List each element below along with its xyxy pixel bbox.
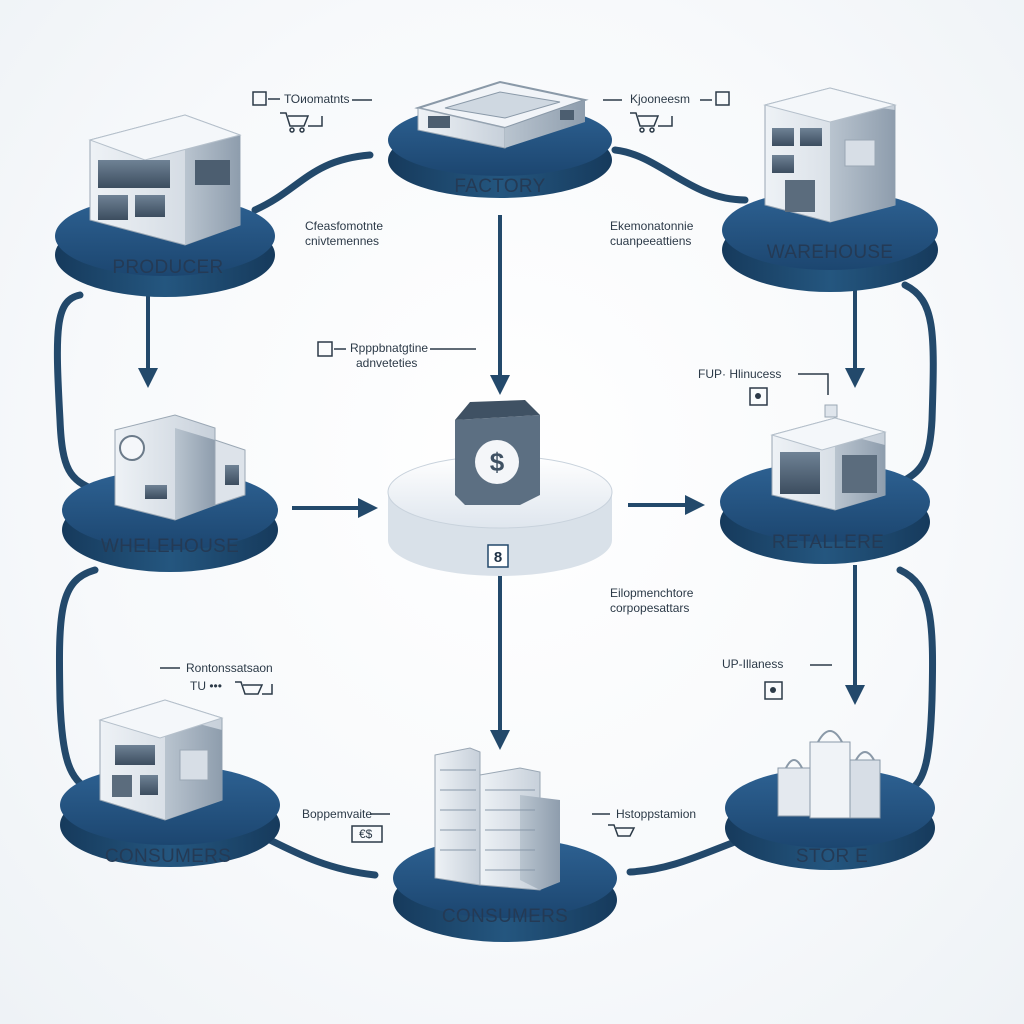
producer-label: PRODUCER: [112, 257, 223, 278]
tag-icon: [764, 681, 783, 700]
checkbox-icon: [252, 91, 267, 106]
consumers-left-label: CONSUMERS: [105, 846, 231, 867]
consumers-tag-2: TU •••: [190, 679, 222, 693]
connector-factory-warehouse: [611, 146, 749, 204]
factory-building-icon: [414, 80, 589, 149]
shopping-cart-icon: [280, 112, 323, 133]
node-consumers-bottom[interactable]: CONSUMERS: [393, 747, 617, 942]
node-consumers-left[interactable]: CONSUMERS: [60, 699, 280, 867]
consumers-tag-1: Rontonssatsaon: [186, 661, 273, 675]
retailer-label: RETALLERE: [772, 532, 884, 553]
retailer-building-icon: [770, 404, 887, 511]
connector-producer-factory: [251, 151, 374, 214]
annotation-top-right: Kjooneesm: [603, 91, 730, 133]
annotation-store: UP-Illaness: [722, 657, 832, 700]
top-right-tag: Kjooneesm: [630, 92, 690, 106]
producer-factory-note-1: Cfeasfomotnte: [305, 219, 383, 233]
factory-label: FACTORY: [454, 176, 545, 197]
node-retailer[interactable]: RETALLERE: [720, 404, 930, 564]
annotation-retail: FUP· Hlinucess: [698, 367, 829, 406]
connector-retailer-store: [896, 566, 937, 794]
connector-warehouse-retailer: [901, 281, 937, 484]
dollar-bag-icon: $: [455, 400, 540, 505]
center-right-note-1: Eilopmenchtore: [610, 586, 694, 600]
consumers-left-building-icon: [98, 699, 224, 821]
tag-icon: [749, 387, 768, 406]
shopping-cart-icon: [608, 824, 636, 837]
connectors: [53, 146, 937, 879]
node-factory[interactable]: FACTORY: [388, 80, 612, 198]
node-center-hub[interactable]: $ 8: [387, 400, 613, 576]
connector-wholehouse-consumers: [55, 566, 99, 794]
factory-warehouse-note-1: Ekemonatonnie: [610, 219, 694, 233]
bottom-right-note: Hstoppstamion: [616, 807, 696, 821]
annotation-center-top: Rpppbnatgtine adnveteties: [317, 341, 476, 370]
retail-tag: FUP· Hlinucess: [698, 367, 781, 381]
connector-producer-wholehouse: [53, 291, 99, 494]
annotation-top-left: ТОиоmatnts: [252, 91, 372, 133]
svg-text:$: $: [490, 447, 505, 477]
consumers-bottom-label: CONSUMERS: [442, 906, 568, 927]
factory-warehouse-note-2: cuanpeeattiens: [610, 234, 691, 248]
bottom-left-price: €$: [359, 827, 373, 841]
wholehouse-label: WHELEHOUSE: [101, 536, 239, 557]
wholehouse-building-icon: [114, 414, 246, 521]
store-tag: UP-Illaness: [722, 657, 783, 671]
checkbox-icon: [317, 341, 333, 357]
warehouse-building-icon: [763, 87, 897, 223]
shopping-bags-icon: [777, 730, 881, 819]
annotation-bottom-right: Hstoppstamion: [592, 807, 696, 837]
node-warehouse[interactable]: WAREHOUSE: [722, 87, 938, 292]
top-left-tag: ТОиоmatnts: [284, 92, 350, 106]
store-label: STOR E: [796, 846, 868, 867]
shopping-cart-icon: [235, 681, 273, 695]
annotation-bottom-left: Boppemvaite €$: [302, 807, 390, 843]
center-top-note-1: Rpppbnatgtine: [350, 341, 428, 355]
producer-building-icon: [88, 114, 242, 246]
producer-factory-note-2: cnivtemennes: [305, 234, 379, 248]
price-tag-icon: [351, 825, 383, 843]
center-top-note-2: adnveteties: [356, 356, 417, 370]
bottom-left-note: Boppemvaite: [302, 807, 372, 821]
connector-store-bottom: [626, 836, 744, 876]
node-producer[interactable]: PRODUCER: [55, 114, 275, 297]
city-buildings-icon: [434, 747, 560, 891]
checkbox-icon: [715, 91, 730, 106]
annotation-consumers: Rontonssatsaon TU •••: [160, 661, 273, 695]
warehouse-label: WAREHOUSE: [767, 242, 894, 263]
center-right-note-2: corpopesattars: [610, 601, 689, 615]
center-marker-badge: [487, 544, 509, 568]
node-wholehouse[interactable]: WHELEHOUSE: [62, 414, 278, 572]
center-marker: 8: [494, 549, 502, 566]
connector-consumers-bottom: [266, 836, 379, 879]
shopping-cart-icon: [630, 112, 673, 133]
flow-arrows: [138, 215, 865, 750]
node-store[interactable]: STOR E: [725, 730, 935, 870]
